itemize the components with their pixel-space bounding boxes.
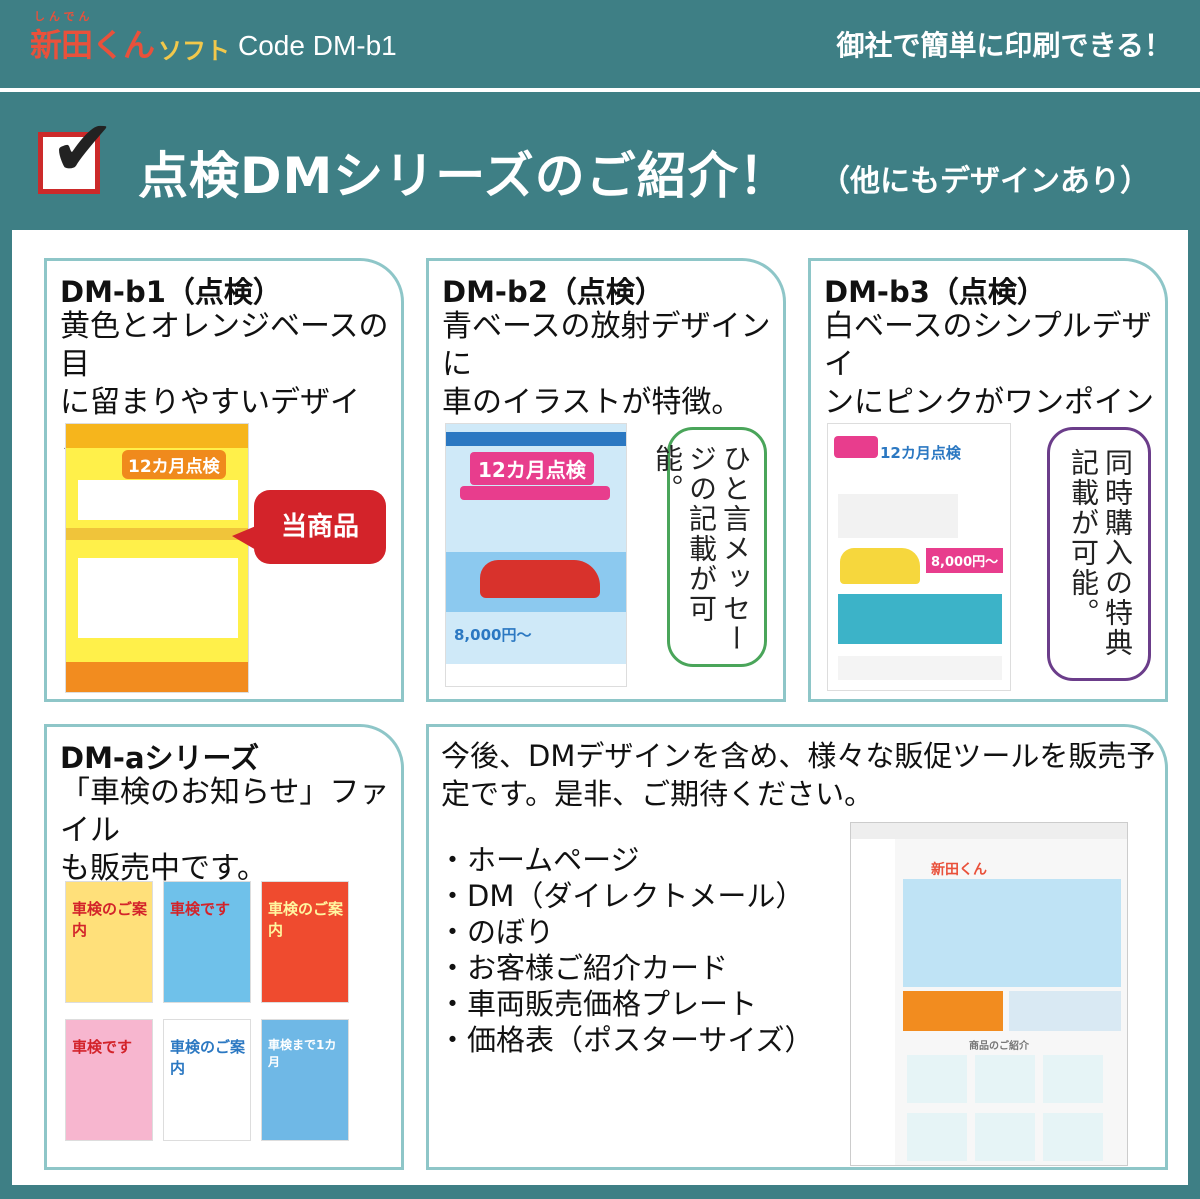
list-item: ・DM（ダイレクトメール） (438, 879, 805, 913)
header-divider (0, 88, 1200, 92)
card-title: DM-b1（点検） (60, 275, 282, 309)
mini-poster-title: 車検です (170, 900, 231, 918)
mini-poster: 車検のご案内 (65, 881, 153, 1003)
poster-price: 8,000円～ (926, 548, 1004, 573)
card-dm-b1: DM-b1（点検） 黄色とオレンジベースの目 に留まりやすいデザイン。 12カ月… (44, 258, 404, 702)
message-note-bubble: ひと言メッセージの記載が可能。 (651, 427, 767, 667)
future-description: 今後、DMデザインを含め、様々な販促ツールを販売予 定です。是非、ご期待ください… (441, 739, 1156, 811)
site-brand: 新田くん (931, 862, 987, 878)
poster-thumbnail-b2: 12カ月点検 8,000円～ (445, 423, 627, 687)
card-title: DM-aシリーズ (60, 741, 260, 775)
current-product-badge: 当商品 (232, 490, 386, 564)
card-description: 青ベースの放射デザインに 車のイラストが特徴。 (442, 309, 771, 420)
bonus-note-bubble: 同時購入の特典記載が可能。 (1047, 427, 1151, 681)
logo-ruby: しんでん (34, 10, 94, 23)
card-dm-b2: DM-b2（点検） 青ベースの放射デザインに 車のイラストが特徴。 12カ月点検… (426, 258, 786, 702)
list-item: ・のぼり (438, 915, 555, 949)
site-section-title: 商品のご紹介 (969, 1041, 1029, 1052)
note-text: ひと言メッセージの記載が可能。 (651, 444, 752, 654)
mini-poster: 車検のご案内 (261, 881, 349, 1003)
poster-headline: 12カ月点検 (470, 452, 594, 485)
website-thumbnail: 新田くん 商品のご紹介 (850, 822, 1128, 1166)
mini-poster: 車検です (65, 1019, 153, 1141)
product-code: Code DM-b1 (238, 30, 397, 61)
mini-poster: 車検です (163, 881, 251, 1003)
card-dm-a-series: DM-aシリーズ 「車検のお知らせ」ファイル も販売中です。 車検のご案内 車検… (44, 724, 404, 1170)
mini-poster-title: 車検のご案内 (268, 900, 344, 939)
title-note: （他にもデザインあり） (820, 164, 1150, 199)
card-title: DM-b3（点検） (824, 275, 1046, 309)
slogan: 御社で簡単に印刷できる！ (836, 29, 1172, 62)
note-text: 同時購入の特典記載が可能。 (1067, 448, 1134, 658)
checkbox-icon (38, 132, 100, 194)
card-title: DM-b2（点検） (442, 275, 664, 309)
card-description: 「車検のお知らせ」ファイル も販売中です。 (60, 775, 390, 886)
mini-poster-title: 車検のご案内 (170, 1038, 246, 1077)
list-item: ・価格表（ポスターサイズ） (438, 1023, 814, 1057)
poster-price: 8,000円～ (454, 626, 532, 644)
page-title: 点検DMシリーズのご紹介！ (138, 147, 790, 205)
list-item: ・ホームページ (438, 843, 640, 877)
list-item: ・お客様ご紹介カード (438, 951, 729, 985)
list-item: ・車両販売価格プレート (438, 987, 758, 1021)
card-dm-b3: DM-b3（点検） 白ベースのシンプルデザイ ンにピンクがワンポイント。 12カ… (808, 258, 1168, 702)
mini-poster: 車検まで1カ月 (261, 1019, 349, 1141)
logo-sub: ソフト (158, 37, 231, 65)
logo-text: 新田くん (30, 26, 155, 64)
brand-logo: しんでん 新田くん ソフト (30, 10, 231, 66)
checkmark-icon: ✔ (50, 104, 116, 194)
mini-poster: 車検のご案内 (163, 1019, 251, 1141)
mini-poster-title: 車検まで1カ月 (268, 1038, 337, 1069)
poster-thumbnail-b3: 12カ月点検 8,000円～ (827, 423, 1011, 691)
mini-poster-title: 車検です (72, 1038, 133, 1056)
header: しんでん 新田くん ソフト Code DM-b1 御社で簡単に印刷できる！ (0, 0, 1200, 88)
poster-headline: 12カ月点検 (880, 444, 961, 462)
mini-poster-title: 車検のご案内 (72, 900, 148, 939)
poster-headline: 12カ月点検 (122, 450, 226, 479)
future-tool-list: ・ホームページ ・DM（ダイレクトメール） ・のぼり ・お客様ご紹介カード ・車… (438, 842, 814, 1058)
poster-thumbnail-b1: 12カ月点検 (65, 423, 249, 693)
